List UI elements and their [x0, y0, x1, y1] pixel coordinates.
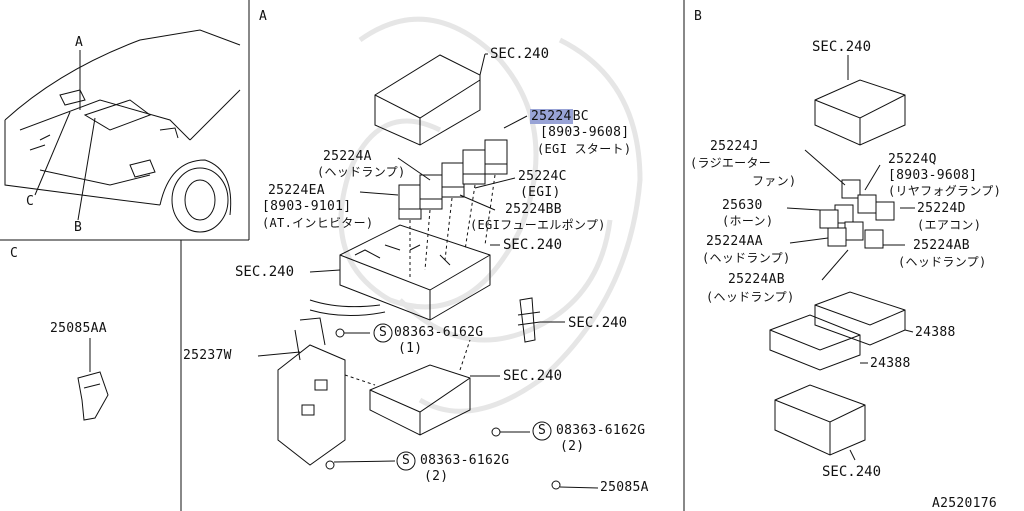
part-25224aa-desc: (ヘッドランプ)	[702, 251, 791, 265]
sec240-left-a: SEC.240	[235, 264, 295, 280]
part-25237w[interactable]: 25237W	[183, 348, 232, 363]
bolt-08363-1-qty: (1)	[398, 341, 423, 356]
sec240-bottom-b: SEC.240	[822, 464, 882, 480]
s-symbol-2: S	[538, 423, 546, 438]
part-25224q[interactable]: 25224Q	[888, 152, 937, 167]
part-25224q-desc: (リヤフォグランプ)	[888, 184, 1002, 198]
part-25224d-desc: (エアコン)	[917, 218, 982, 232]
bracket-25237w	[277, 317, 346, 466]
sec240-top-b: SEC.240	[812, 39, 872, 55]
section-a-label: A	[259, 9, 268, 24]
part-25224j[interactable]: 25224J	[710, 139, 759, 154]
part-25224bc-desc: (EGI スタート)	[537, 142, 632, 156]
section-b-label: B	[694, 9, 703, 24]
fusebox-b	[769, 291, 906, 456]
tray-guides	[344, 339, 471, 386]
part-25224bc-suffix: BC	[572, 109, 589, 124]
tray-part	[369, 364, 471, 436]
part-25224ab-bottom-desc: (ヘッドランプ)	[706, 290, 795, 304]
part-25224d[interactable]: 25224D	[917, 201, 966, 216]
car-illustration	[4, 29, 241, 233]
leaders-b	[786, 149, 915, 461]
part-25224j-desc1: (ラジエーター	[690, 156, 772, 170]
sec240-top-a: SEC.240	[490, 46, 550, 62]
callout-b: B	[74, 220, 82, 235]
callout-a: A	[75, 35, 83, 50]
part-25224bc-number[interactable]: 25224	[530, 109, 573, 124]
part-25224a[interactable]: 25224A	[323, 149, 372, 164]
leaders-a	[257, 53, 565, 377]
part-25224c[interactable]: 25224C	[518, 169, 567, 184]
part-24388-a[interactable]: 24388	[915, 325, 956, 340]
bolt-08363-3[interactable]: 08363-6162G	[420, 453, 510, 468]
part-25224bc[interactable]: 25224BC	[530, 109, 589, 124]
bolt-08363-2[interactable]: 08363-6162G	[556, 423, 646, 438]
relay-box-base	[309, 224, 491, 321]
sec240-clip-a: SEC.240	[568, 315, 628, 331]
part-25224bb-desc: (EGIフューエルポンプ)	[470, 218, 606, 232]
diagram-code: A2520176	[932, 496, 998, 511]
s-symbol-1: S	[379, 325, 387, 340]
part-24388-b[interactable]: 24388	[870, 356, 911, 371]
part-25224bc-range: [8903-9608]	[540, 125, 630, 140]
part-25085aa[interactable]: 25085AA	[50, 321, 107, 336]
clip-part	[517, 297, 541, 343]
bolt-08363-3-qty: (2)	[424, 469, 449, 484]
part-25224ea-range: [8903-9101]	[262, 199, 352, 214]
part-25224j-desc2: ファン)	[752, 174, 797, 188]
part-25224ab-right[interactable]: 25224AB	[913, 238, 970, 253]
clip-25085aa	[77, 338, 109, 421]
bolts	[325, 328, 599, 490]
part-25224ab-bottom[interactable]: 25224AB	[728, 272, 785, 287]
part-25224ab-right-desc: (ヘッドランプ)	[898, 255, 987, 269]
part-25224a-desc: (ヘッドランプ)	[317, 165, 406, 179]
part-25085a[interactable]: 25085A	[600, 480, 649, 495]
part-25224bb[interactable]: 25224BB	[505, 202, 562, 217]
section-c-label: C	[10, 246, 19, 261]
sec240-box-a: SEC.240	[503, 237, 563, 253]
part-25630-desc: (ホーン)	[722, 214, 774, 228]
bolt-08363-2-qty: (2)	[560, 439, 585, 454]
s-symbol-3: S	[402, 453, 410, 468]
watermark-logo	[338, 16, 643, 414]
relay-box-lid	[374, 53, 486, 146]
part-25630[interactable]: 25630	[722, 198, 763, 213]
relay-guides	[409, 174, 496, 280]
part-25224ea[interactable]: 25224EA	[268, 183, 325, 198]
bolt-08363-1[interactable]: 08363-6162G	[394, 325, 484, 340]
callout-c: C	[26, 194, 34, 209]
sec240-tray-a: SEC.240	[503, 368, 563, 384]
relay-group-b	[819, 179, 895, 249]
part-25224ea-desc: (AT.インヒビター)	[262, 216, 374, 230]
part-25224q-range: [8903-9608]	[888, 168, 978, 183]
s-symbols	[373, 323, 552, 471]
part-25224aa[interactable]: 25224AA	[706, 234, 763, 249]
relay-box-b	[814, 55, 906, 146]
relay-group-a	[398, 139, 508, 220]
part-25224c-desc: (EGI)	[520, 185, 561, 200]
